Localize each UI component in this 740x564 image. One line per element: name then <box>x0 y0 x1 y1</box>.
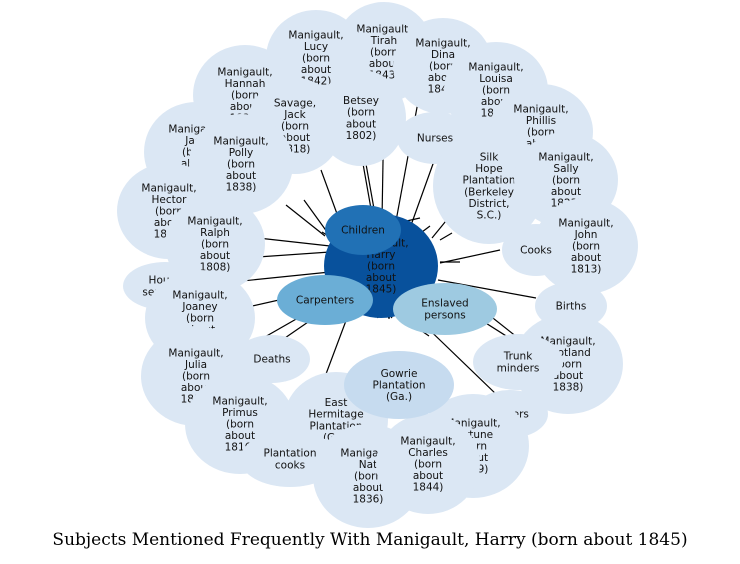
node-cooks-label: Cooks <box>520 245 552 257</box>
node-trunk-shape <box>473 334 563 390</box>
node-children: Children <box>325 205 401 255</box>
edge-sally <box>439 232 453 241</box>
edge-phillis <box>421 225 431 233</box>
node-deaths-label: Deaths <box>253 354 290 366</box>
node-enslaved-shape <box>393 283 497 335</box>
node-cooks: Cooks <box>502 224 570 276</box>
node-betsey-shape <box>316 70 406 166</box>
node-children-shape <box>325 205 401 255</box>
node-deaths: Deaths <box>234 335 310 383</box>
node-deaths-shape <box>234 335 310 383</box>
node-carpenters-shape <box>277 275 373 325</box>
diagram-caption: Subjects Mentioned Frequently With Manig… <box>52 530 688 550</box>
node-children-label: Children <box>341 225 385 237</box>
node-births-label: Births <box>556 301 587 313</box>
node-john-shape <box>534 198 638 294</box>
node-carpenters-label: Carpenters <box>296 295 354 307</box>
node-charles-shape <box>376 414 480 514</box>
node-carpenters: Carpenters <box>277 275 373 325</box>
edge-jack <box>285 204 326 237</box>
node-gowrie-shape <box>344 351 454 419</box>
edge-births <box>437 279 537 299</box>
node-silkhope-shape <box>433 128 545 244</box>
node-nurses-label: Nurses <box>417 133 453 145</box>
edge-hector <box>257 237 331 247</box>
edge-cooks <box>439 249 501 264</box>
node-cooks-shape <box>502 224 570 276</box>
